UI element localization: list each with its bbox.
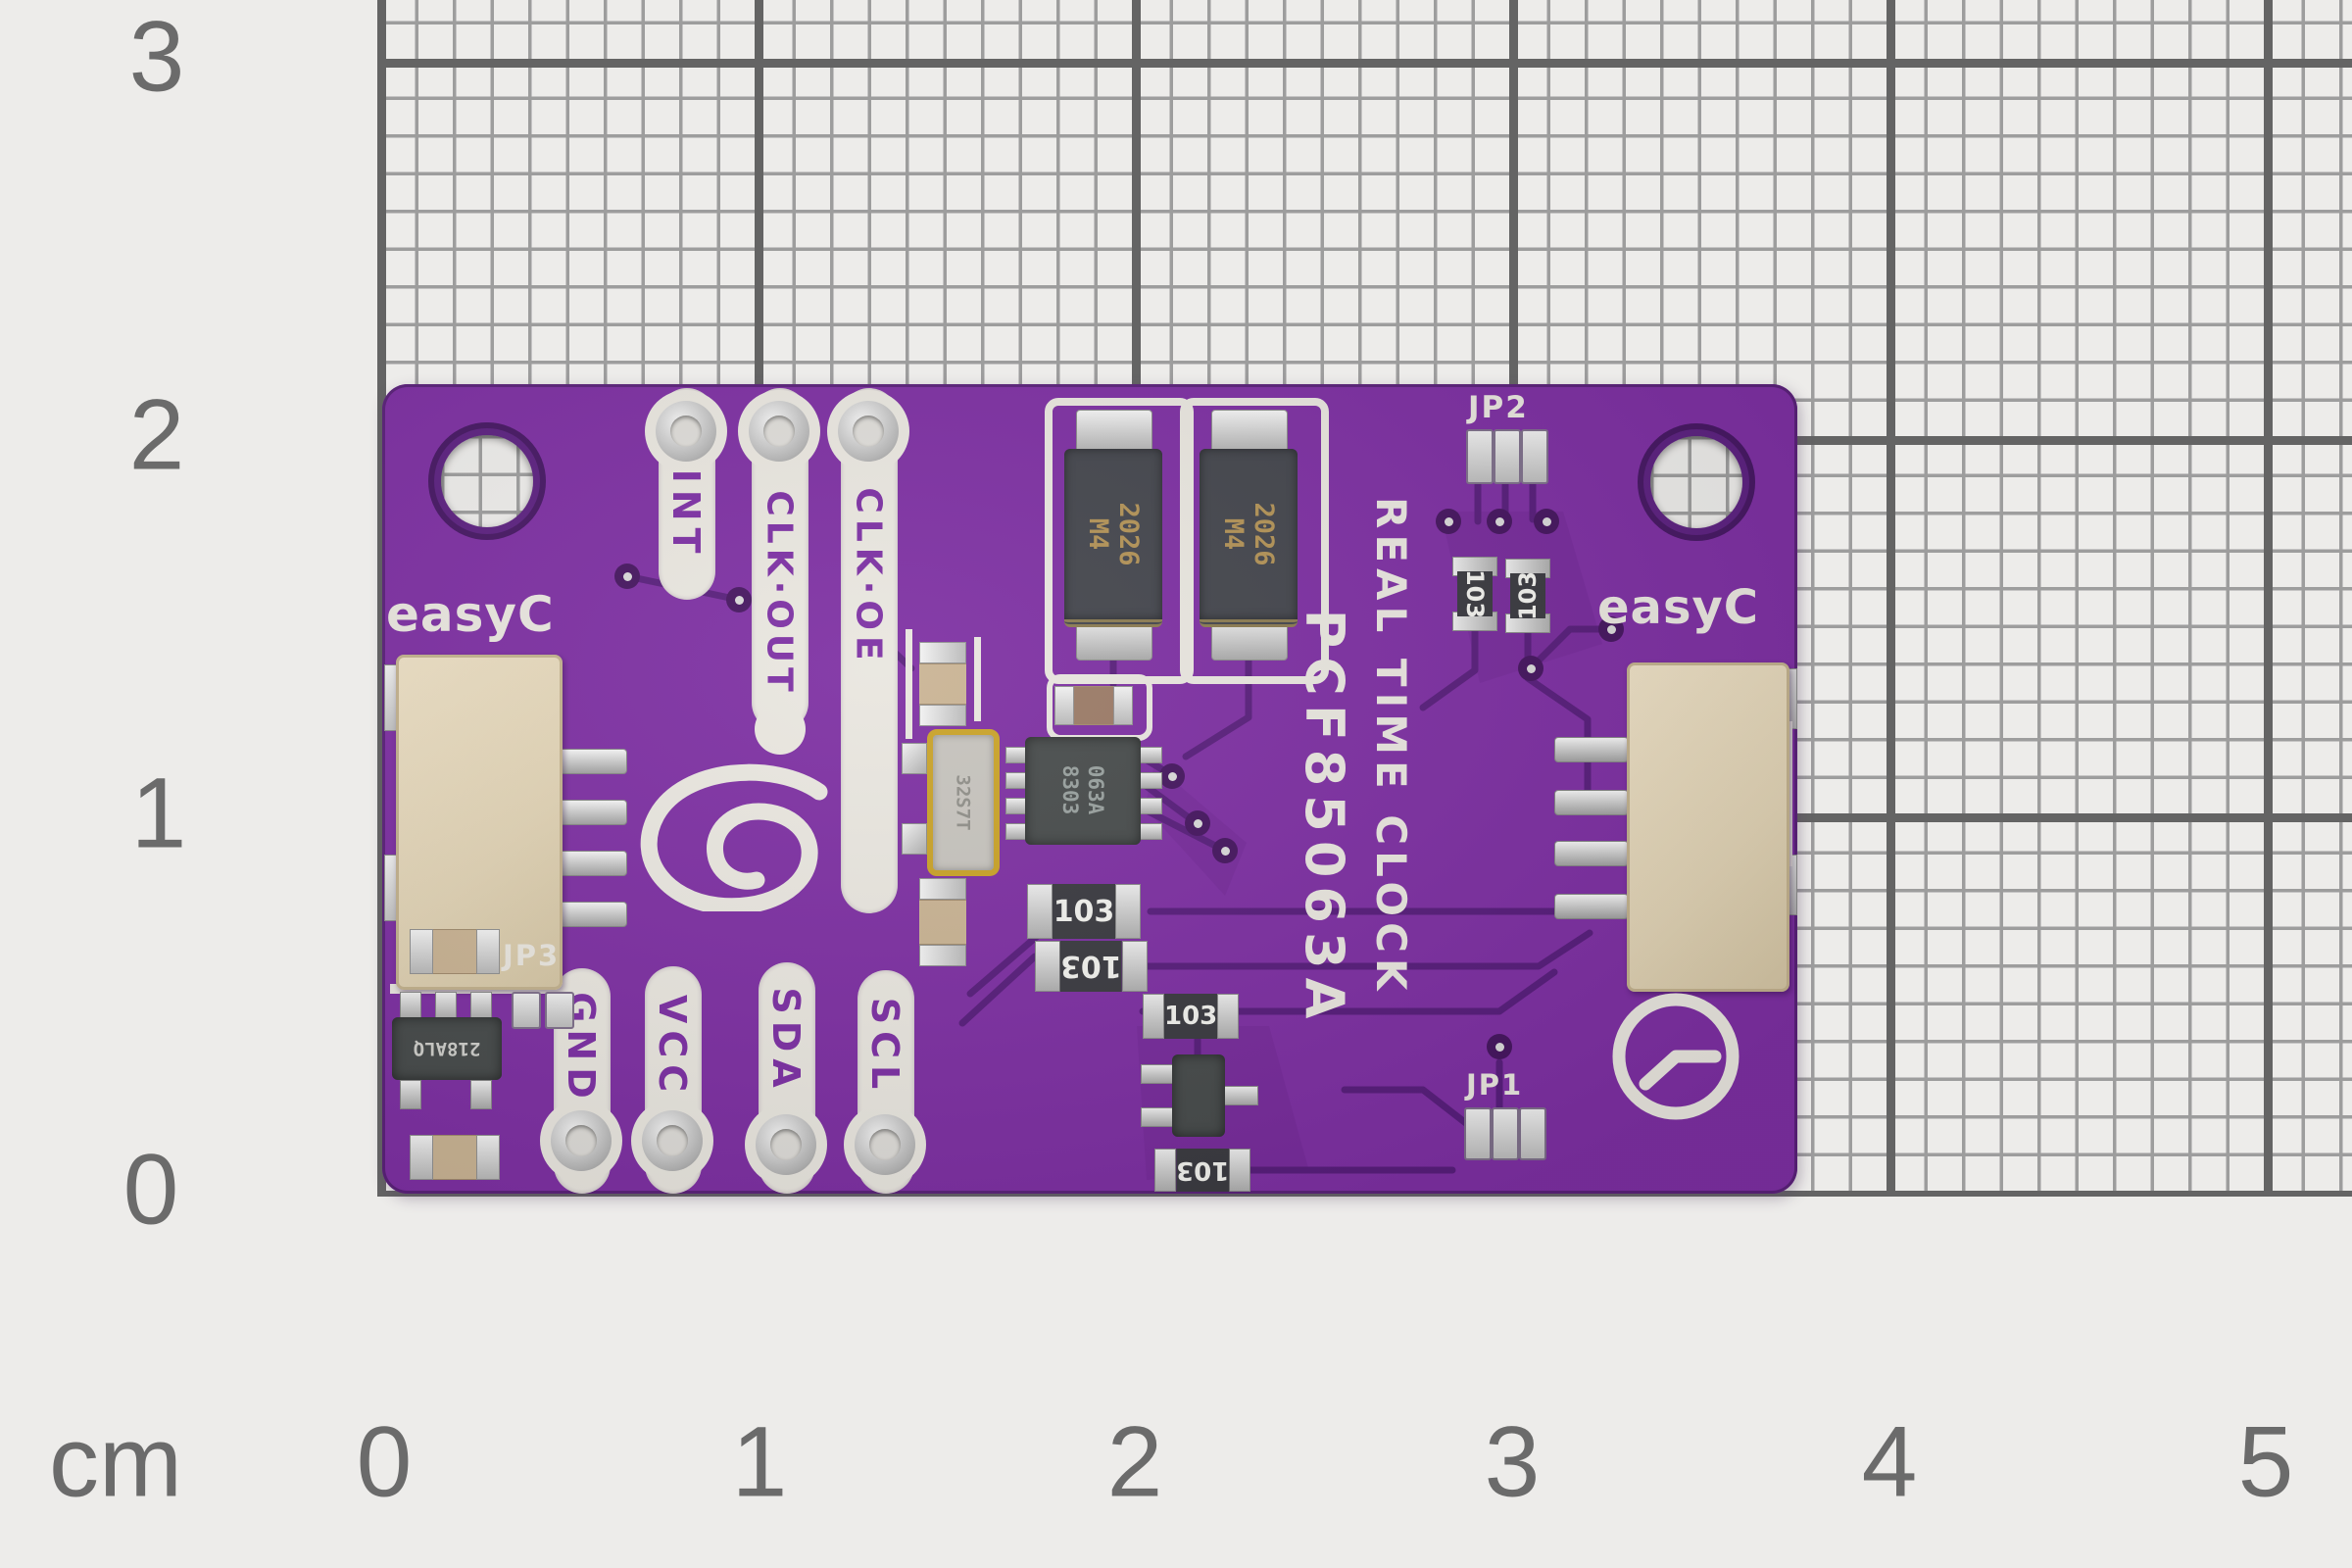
- ruler-unit-label: cm: [49, 1405, 182, 1518]
- regulator-ic: 218ALQ: [392, 1017, 502, 1080]
- ruler-y-label-2: 2: [128, 378, 185, 491]
- jp3-pad: [545, 992, 574, 1029]
- easyc-connector-right: [1627, 662, 1789, 992]
- via: [1487, 1034, 1512, 1059]
- silkscreen-pill-clk-oe: [841, 388, 898, 913]
- resistor-103: 103: [1035, 941, 1148, 992]
- resistor-103: 103: [1154, 1149, 1251, 1192]
- jp1-pad: [1492, 1107, 1519, 1160]
- clock-icon: [1612, 993, 1740, 1120]
- pin-hole-gnd: [540, 1100, 622, 1182]
- crystal-pad: [902, 743, 927, 774]
- jp2-pad: [1494, 429, 1521, 484]
- connector-pin: [555, 902, 627, 927]
- jumper-label-jp3: JP3: [503, 939, 560, 972]
- resistor-103: 103: [1505, 559, 1550, 633]
- pin-hole-sda: [745, 1103, 827, 1186]
- diode-m4: 2026 M4: [1194, 410, 1303, 661]
- ruler-x-label-3: 3: [1484, 1405, 1541, 1518]
- diode-m4: 2026 M4: [1058, 410, 1168, 661]
- via: [1598, 616, 1624, 642]
- resistor-103: 103: [1452, 557, 1497, 631]
- jp2-pad: [1466, 429, 1494, 484]
- pin-hole-clk-out: [738, 390, 820, 472]
- connector-pin: [555, 749, 627, 774]
- silkscreen-line: [906, 629, 912, 739]
- jumper-label-jp2: JP2: [1468, 390, 1529, 425]
- connector-pin: [555, 800, 627, 825]
- silkscreen-line: [974, 637, 981, 721]
- brand-easyc-right: easyC: [1597, 580, 1759, 635]
- silkscreen-outline: [1180, 398, 1329, 684]
- jp1-pad: [1519, 1107, 1546, 1160]
- silkscreen-dot: [755, 704, 806, 755]
- via: [1518, 656, 1544, 681]
- via: [1159, 763, 1185, 789]
- jp3-pad: [512, 992, 541, 1029]
- connector-pin: [1554, 894, 1629, 919]
- ruler-y-label-0: 0: [122, 1133, 179, 1246]
- mounting-hole-left: [428, 422, 546, 540]
- board-sheen: [382, 384, 1797, 1194]
- ruler-x-label-5: 5: [2237, 1405, 2294, 1518]
- via: [1487, 509, 1512, 534]
- pin-hole-int: [645, 390, 727, 472]
- pin-hole-scl: [844, 1103, 926, 1186]
- via: [726, 587, 752, 612]
- via: [1185, 810, 1210, 836]
- resistor-103: 103: [1143, 994, 1240, 1039]
- ruler-x-label-2: 2: [1106, 1405, 1163, 1518]
- pin-hole-clk-oe: [827, 390, 909, 472]
- via: [1212, 838, 1238, 863]
- ruler-x-label-0: 0: [356, 1405, 413, 1518]
- soldered-logo-icon: [640, 763, 828, 911]
- jp1-pad: [1464, 1107, 1492, 1160]
- jumper-label-jp1: JP1: [1466, 1068, 1523, 1102]
- crystal-pad: [902, 823, 927, 855]
- rtc-ic: 063A 8303: [1025, 737, 1141, 845]
- capacitor: [1054, 686, 1133, 725]
- capacitor: [919, 642, 966, 726]
- capacitor: [919, 878, 966, 966]
- transistor-sot23: [1172, 1054, 1225, 1137]
- crystal-32khz: 32S7T: [927, 729, 1000, 876]
- connector-pin: [1554, 841, 1629, 866]
- regulator-pin: [470, 1080, 492, 1109]
- ruler-x-label-1: 1: [731, 1405, 788, 1518]
- capacitor: [410, 929, 500, 974]
- regulator-pin: [400, 1080, 421, 1109]
- jp2-pad: [1521, 429, 1548, 484]
- connector-pin: [1554, 737, 1629, 762]
- ruler-y-label-3: 3: [128, 0, 185, 113]
- ruler-y-label-1: 1: [130, 757, 187, 869]
- capacitor: [410, 1135, 500, 1180]
- via: [614, 564, 640, 589]
- silkscreen-outline: [1045, 398, 1194, 684]
- mounting-hole-right: [1638, 423, 1755, 541]
- pcb-board: INT CLK·OUT CLK·OE GND VCC SDA SCL easyC…: [382, 384, 1797, 1194]
- resistor-103: 103: [1027, 884, 1141, 939]
- brand-easyc-left: easyC: [386, 586, 555, 643]
- connector-pin: [1554, 790, 1629, 815]
- pin-hole-vcc: [631, 1100, 713, 1182]
- ruler-x-label-4: 4: [1861, 1405, 1918, 1518]
- via: [1436, 509, 1461, 534]
- via: [1534, 509, 1559, 534]
